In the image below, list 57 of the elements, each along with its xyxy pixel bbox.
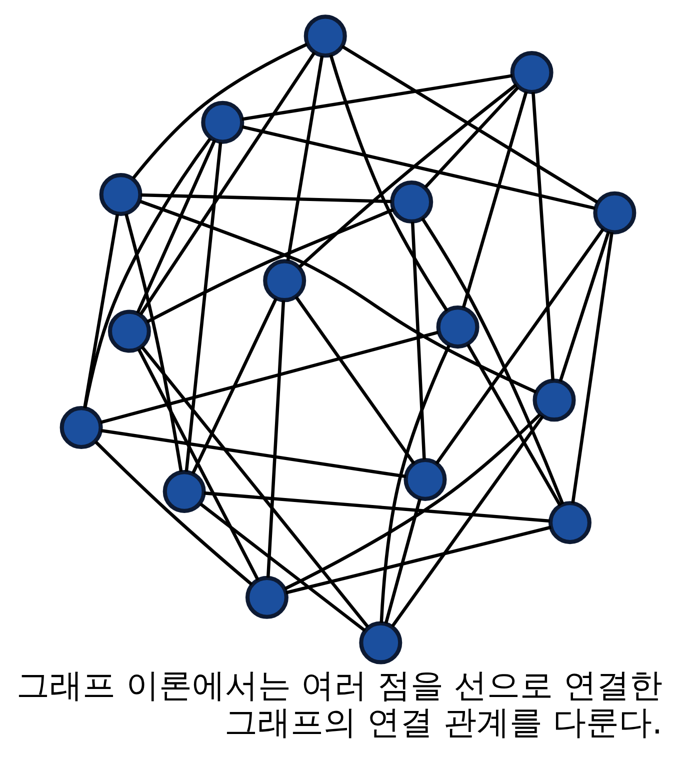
connector [461,91,528,308]
connector [140,346,369,628]
connector [190,298,278,474]
node-circle [436,306,479,349]
connector [131,42,308,180]
connector [138,52,316,316]
caption: 그래프 이론에서는 여러 점을 선으로 연결한 그래프의 연결 관계를 다룬다. [16,666,662,742]
connector [466,344,562,506]
connector [124,213,182,472]
connector [328,54,448,312]
connector [434,228,604,465]
connector [531,92,554,380]
node-circle [510,51,553,94]
node-circle [532,378,576,422]
connector [138,200,536,394]
connector [203,491,550,523]
node-circle [358,621,402,664]
connector [340,44,598,204]
connector [284,413,541,590]
connector [390,415,544,628]
node-circle [403,458,446,501]
connector [82,214,119,408]
connector [294,296,415,464]
node-circle [162,470,206,513]
connector [558,230,610,382]
connector [424,86,519,188]
connector [94,440,252,586]
connector [100,428,406,478]
node-circle [303,14,346,58]
node-circle [390,180,433,224]
node-circle [59,406,102,450]
connector [298,83,517,268]
connector [570,232,613,504]
node-circle [200,100,244,144]
connector [184,142,222,472]
connector [420,217,564,505]
connector [379,344,450,623]
connector [241,125,595,210]
connector [136,348,259,581]
connector [198,502,366,632]
connector [285,526,551,594]
connector [286,55,324,261]
connector [136,140,216,314]
connector [410,222,426,460]
connector [82,138,212,408]
node-circle [262,259,306,302]
connector [384,498,422,624]
connector [140,193,391,204]
connector [146,208,394,324]
node-circle [548,501,591,544]
connector [266,300,285,578]
node-circle [592,191,636,234]
node-circle [98,172,142,216]
node-circle [244,576,288,619]
connector [241,74,512,121]
connector [100,330,438,424]
node-circle [107,310,150,353]
